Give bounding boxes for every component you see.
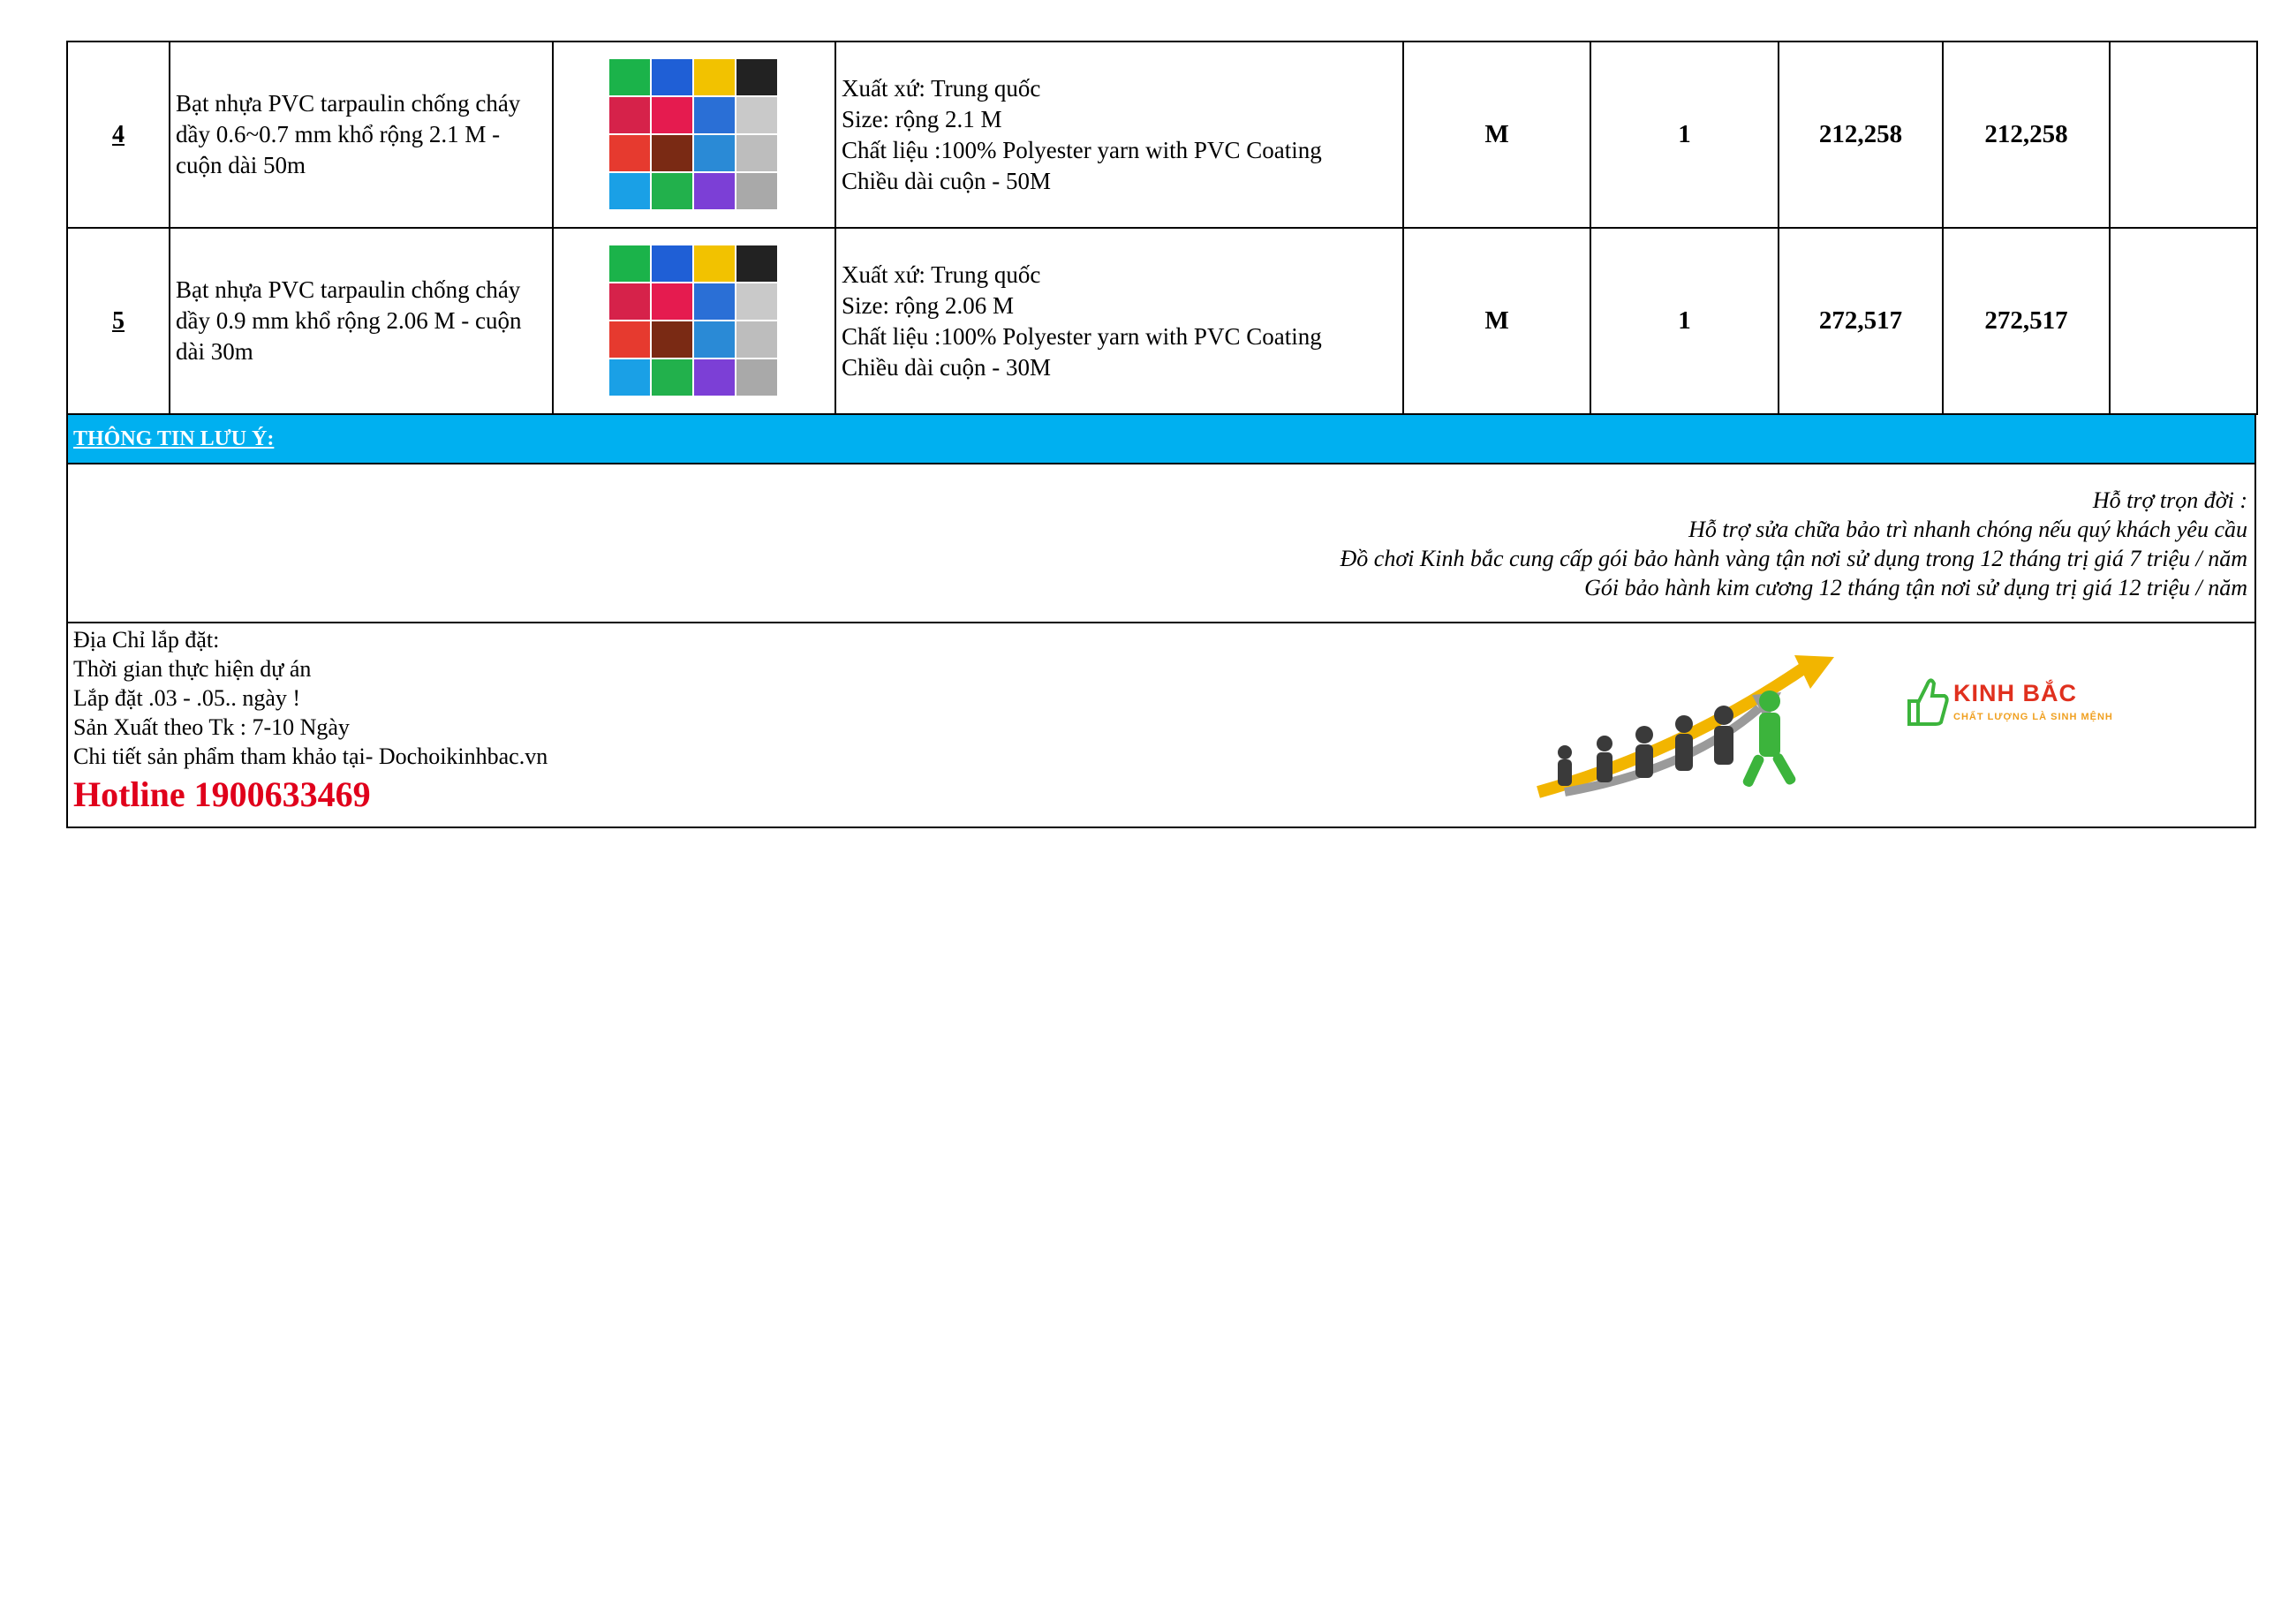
color-swatch [736, 283, 777, 320]
product-image-cell [552, 227, 836, 415]
color-swatch [609, 245, 650, 282]
color-swatch [694, 134, 735, 171]
install-duration: Lắp đặt .03 - .05.. ngày ! [73, 685, 301, 711]
table-row: 5 Bạt nhựa PVC tarpaulin chống cháy dầy … [66, 227, 2258, 415]
color-swatch [652, 321, 692, 358]
product-spec: Xuất xứ: Trung quốc Size: rộng 2.06 M Ch… [835, 227, 1404, 415]
color-swatch [736, 172, 777, 209]
product-name: Bạt nhựa PVC tarpaulin chống cháy dầy 0.… [169, 227, 554, 415]
website-reference: Chi tiết sản phẩm tham khảo tại- Dochoik… [73, 744, 548, 769]
notes-title: THÔNG TIN LƯU Ý: [73, 427, 275, 450]
color-swatch [609, 134, 650, 171]
color-swatch [609, 359, 650, 396]
hotline: Hotline 1900633469 [73, 774, 371, 814]
spec-material: Chất liệu :100% Polyester yarn with PVC … [842, 322, 1322, 350]
note-line: Đồ chơi Kinh bắc cung cấp gói bảo hành v… [1340, 546, 2247, 571]
unit-price: 212,258 [1778, 41, 1944, 229]
unit: M [1402, 227, 1591, 415]
spec-size: Size: rộng 2.06 M [842, 291, 1014, 319]
color-swatch [736, 245, 777, 282]
color-swatch [609, 283, 650, 320]
unit: M [1402, 41, 1591, 229]
color-swatch [736, 134, 777, 171]
color-swatch [609, 321, 650, 358]
quantity: 1 [1590, 227, 1779, 415]
line-total: 272,517 [1942, 227, 2111, 415]
color-swatch [652, 134, 692, 171]
production-time: Sản Xuất theo Tk : 7-10 Ngày [73, 714, 350, 740]
row-note [2109, 41, 2258, 229]
color-swatch [652, 172, 692, 209]
notes-header-bar: THÔNG TIN LƯU Ý: [66, 415, 2256, 464]
color-swatch [652, 359, 692, 396]
color-swatch [736, 58, 777, 95]
product-name: Bạt nhựa PVC tarpaulin chống cháy dầy 0.… [169, 41, 554, 229]
spec-origin: Xuất xứ: Trung quốc [842, 74, 1041, 102]
color-swatch [652, 245, 692, 282]
note-line: Hỗ trợ sửa chữa bảo trì nhanh chóng nếu … [1688, 517, 2247, 542]
product-table: 4 Bạt nhựa PVC tarpaulin chống cháy dầy … [66, 41, 2258, 415]
spec-length: Chiều dài cuộn - 30M [842, 353, 1051, 381]
color-swatch [694, 58, 735, 95]
line-total: 212,258 [1942, 41, 2111, 229]
table-row: 4 Bạt nhựa PVC tarpaulin chống cháy dầy … [66, 41, 2258, 229]
spec-length: Chiều dài cuộn - 50M [842, 167, 1051, 194]
product-spec: Xuất xứ: Trung quốc Size: rộng 2.1 M Chấ… [835, 41, 1404, 229]
row-number: 4 [66, 41, 170, 229]
color-swatch [736, 96, 777, 133]
color-swatch [694, 321, 735, 358]
tarpaulin-color-swatches-image [609, 245, 779, 397]
logo-slogan: CHẤT LƯỢNG LÀ SINH MỆNH [1953, 712, 2113, 722]
color-swatch [609, 96, 650, 133]
color-swatch [694, 96, 735, 133]
color-swatch [652, 58, 692, 95]
unit-price: 272,517 [1778, 227, 1944, 415]
color-swatch [736, 321, 777, 358]
note-line: Hỗ trợ trọn đời : [2092, 487, 2247, 513]
note-line: Gói bảo hành kim cương 12 tháng tận nơi … [1584, 575, 2247, 600]
spec-material: Chất liệu :100% Polyester yarn with PVC … [842, 136, 1322, 163]
color-swatch [694, 283, 735, 320]
install-address: Địa Chỉ lắp đặt: [73, 627, 220, 653]
color-swatch [694, 359, 735, 396]
color-swatch [736, 359, 777, 396]
row-note [2109, 227, 2258, 415]
color-swatch [652, 283, 692, 320]
product-image-cell [552, 41, 836, 229]
kinh-bac-logo: KINH BẮC CHẤT LƯỢNG LÀ SINH MỆNH [1900, 668, 2130, 738]
color-swatch [694, 245, 735, 282]
thumbs-up-icon [1907, 678, 1949, 726]
logo-name: KINH BẮC [1953, 680, 2077, 706]
color-swatch [609, 172, 650, 209]
quantity: 1 [1590, 41, 1779, 229]
footer-info: Địa Chỉ lắp đặt: Thời gian thực hiện dự … [66, 623, 2256, 828]
color-swatch [652, 96, 692, 133]
footer-text: Địa Chỉ lắp đặt: Thời gian thực hiện dự … [73, 625, 548, 817]
spec-origin: Xuất xứ: Trung quốc [842, 260, 1041, 288]
spec-size: Size: rộng 2.1 M [842, 105, 1002, 132]
project-time: Thời gian thực hiện dự án [73, 656, 312, 682]
color-swatch [694, 172, 735, 209]
notes-body: Hỗ trợ trọn đời : Hỗ trợ sửa chữa bảo tr… [66, 464, 2256, 623]
tarpaulin-color-swatches-image [609, 58, 779, 211]
color-swatch [609, 58, 650, 95]
row-number: 5 [66, 227, 170, 415]
running-figures-image [1537, 655, 1834, 798]
quotation-sheet: 4 Bạt nhựa PVC tarpaulin chống cháy dầy … [66, 41, 2258, 828]
